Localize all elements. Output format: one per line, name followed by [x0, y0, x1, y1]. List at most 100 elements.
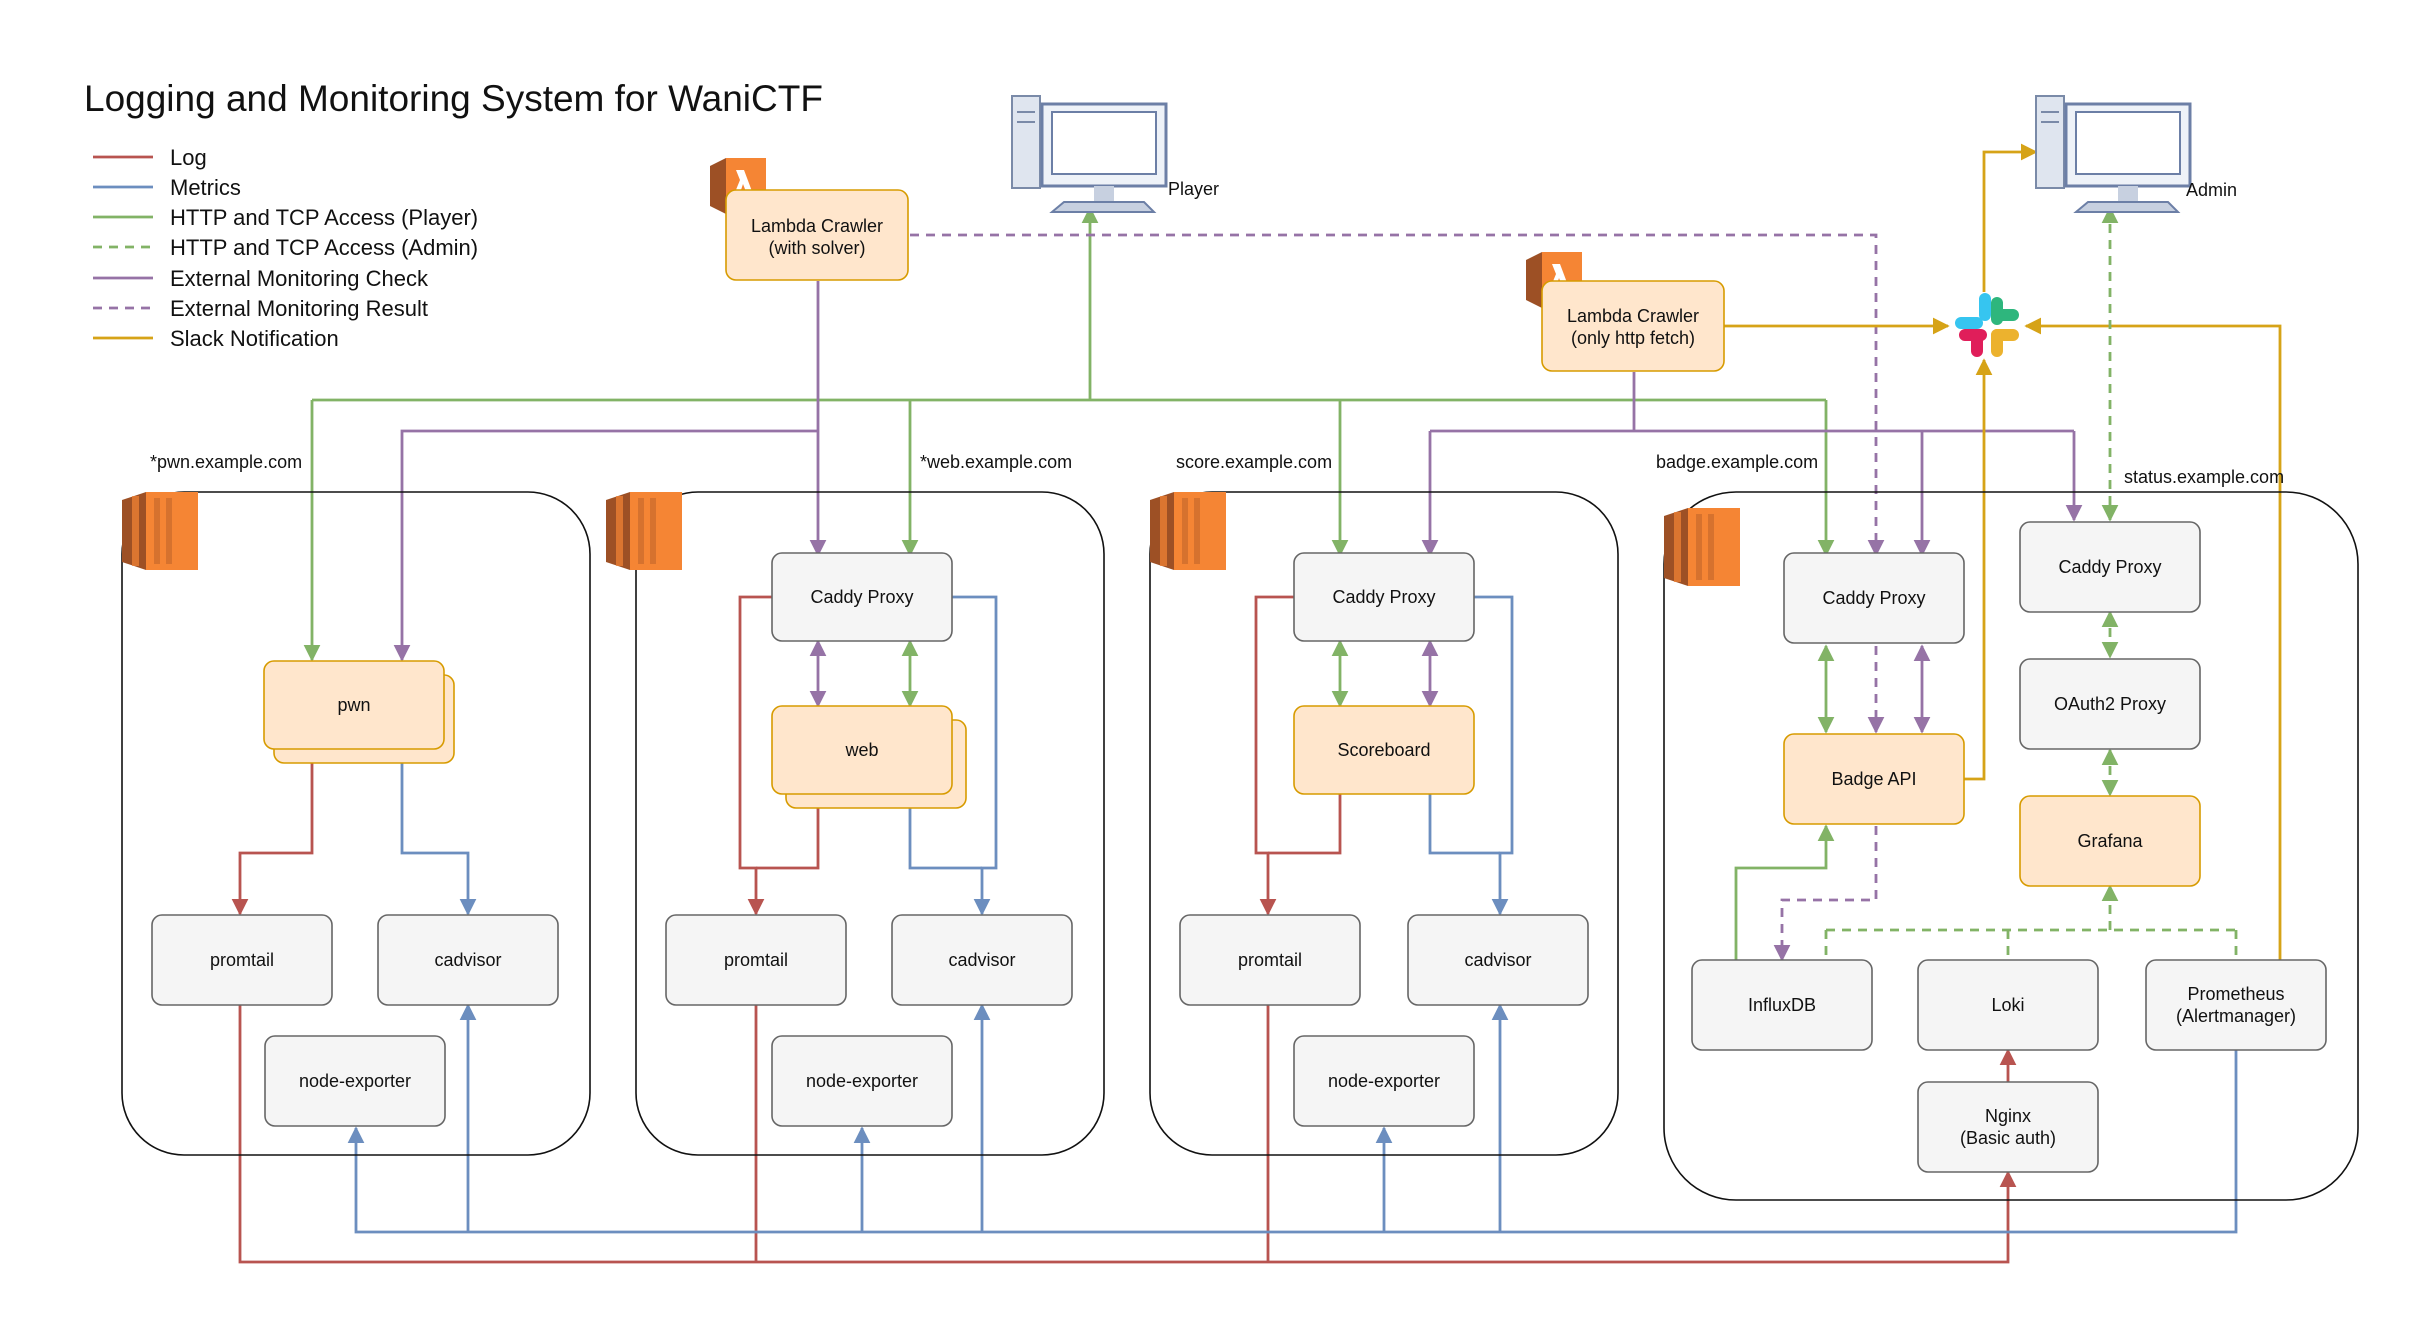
connectors: [231, 143, 2282, 1264]
score-proxy-metrics: [1474, 595, 1514, 916]
legend-label-monitoring-result: External Monitoring Result: [170, 296, 428, 321]
lambda-crawler-solver-title: Lambda Crawler: [751, 216, 883, 236]
web-server-container: [635, 491, 1105, 1156]
status-domain-label: status.example.com: [2124, 467, 2284, 487]
web-domain-label: *web.example.com: [920, 452, 1072, 472]
lambda-crawler-solver: Lambda Crawler (with solver): [725, 189, 909, 281]
oauth2-proxy: OAuth2 Proxy: [2019, 658, 2201, 750]
aws-ec2-icon: [1664, 508, 1740, 586]
nginx-label: Nginx: [1985, 1106, 2031, 1126]
legend-label-metrics: Metrics: [170, 175, 241, 200]
monitor-server-container: [1663, 491, 2359, 1201]
pwn-domain-label: *pwn.example.com: [150, 452, 302, 472]
badge-caddy-proxy-label: Caddy Proxy: [1822, 588, 1925, 608]
score-server-container: [1149, 491, 1619, 1156]
pwn-node-exporter-label: node-exporter: [299, 1071, 411, 1091]
loki-label: Loki: [1991, 995, 2024, 1015]
pwn-log: [231, 750, 314, 916]
aws-ec2-icon: [122, 492, 198, 570]
aws-ec2-icon: [1150, 492, 1226, 570]
score-app-log: [1268, 794, 1342, 855]
player-label: Player: [1168, 179, 1219, 199]
metrics-bus: [347, 1050, 2238, 1234]
oauth2-proxy-label: OAuth2 Proxy: [2054, 694, 2166, 714]
influx-to-badge-api: [1734, 824, 1835, 960]
legend-label-slack: Slack Notification: [170, 326, 339, 351]
alertmanager-label: (Alertmanager): [2176, 1006, 2296, 1026]
legend-label-admin-access: HTTP and TCP Access (Admin): [170, 235, 478, 260]
slack-logo-icon: [1955, 293, 2019, 357]
influxdb-label: InfluxDB: [1748, 995, 1816, 1015]
pwn-app-label: pwn: [337, 695, 370, 715]
score-promtail-label: promtail: [1238, 950, 1302, 970]
diagram-title: Logging and Monitoring System for WaniCT…: [84, 78, 823, 119]
score-node-exporter: node-exporter: [1293, 1035, 1475, 1127]
web-promtail: promtail: [665, 914, 847, 1006]
badge-api: Badge API: [1783, 733, 1965, 825]
legend-label-log: Log: [170, 145, 207, 170]
pwn-app: pwn: [263, 660, 455, 764]
pwn-server-container: [121, 491, 591, 1156]
score-node-exporter-label: node-exporter: [1328, 1071, 1440, 1091]
monitor-result-to-influx: [1773, 826, 1878, 962]
web-node-exporter-label: node-exporter: [806, 1071, 918, 1091]
desktop-computer-icon: [1011, 95, 1168, 213]
score-domain-label: score.example.com: [1176, 452, 1332, 472]
status-caddy-proxy: Caddy Proxy: [2019, 521, 2201, 613]
monitor-result-solver: [910, 233, 1885, 557]
log-bus: [238, 1005, 2017, 1264]
web-cadvisor: cadvisor: [891, 914, 1073, 1006]
web-proxy-metrics: [952, 595, 998, 916]
desktop-computer-icon: [2035, 95, 2192, 213]
lambda-crawler-http-title: Lambda Crawler: [1567, 306, 1699, 326]
score-cadvisor-label: cadvisor: [1464, 950, 1531, 970]
scoreboard-app-label: Scoreboard: [1337, 740, 1430, 760]
status-caddy-proxy-label: Caddy Proxy: [2058, 557, 2161, 577]
web-caddy-proxy: Caddy Proxy: [771, 552, 953, 642]
prometheus-label: Prometheus: [2187, 984, 2284, 1004]
lambda-crawler-solver-subtitle: (with solver): [768, 238, 865, 258]
web-cadvisor-label: cadvisor: [948, 950, 1015, 970]
scoreboard-app: Scoreboard: [1293, 705, 1475, 795]
grafana: Grafana: [2019, 795, 2201, 887]
admin-label: Admin: [2186, 180, 2237, 200]
score-cadvisor: cadvisor: [1407, 914, 1589, 1006]
lambda-crawler-http-subtitle: (only http fetch): [1571, 328, 1695, 348]
web-app-metrics: [908, 808, 982, 870]
legend: Log Metrics HTTP and TCP Access (Player)…: [93, 145, 478, 351]
score-app-metrics: [1428, 794, 1500, 855]
pwn-cadvisor-label: cadvisor: [434, 950, 501, 970]
legend-label-monitoring-check: External Monitoring Check: [170, 266, 429, 291]
pwn-promtail-label: promtail: [210, 950, 274, 970]
score-proxy-log: [1254, 595, 1294, 916]
lambda-crawler-http: Lambda Crawler (only http fetch): [1541, 280, 1725, 372]
web-app-label: web: [844, 740, 878, 760]
influxdb: InfluxDB: [1691, 959, 1873, 1051]
web-app: web: [771, 705, 967, 809]
web-app-log: [756, 794, 820, 870]
slack-from-badge-api: [1964, 358, 1993, 781]
score-caddy-proxy: Caddy Proxy: [1293, 552, 1475, 642]
score-caddy-proxy-label: Caddy Proxy: [1332, 587, 1435, 607]
aws-ec2-icon: [606, 492, 682, 570]
web-proxy-log: [738, 595, 772, 916]
badge-api-label: Badge API: [1831, 769, 1916, 789]
web-promtail-label: promtail: [724, 950, 788, 970]
web-node-exporter: node-exporter: [771, 1035, 953, 1127]
pwn-promtail: promtail: [151, 914, 333, 1006]
badge-domain-label: badge.example.com: [1656, 452, 1818, 472]
pwn-node-exporter: node-exporter: [264, 1035, 446, 1127]
web-caddy-proxy-label: Caddy Proxy: [810, 587, 913, 607]
badge-caddy-proxy: Caddy Proxy: [1783, 552, 1965, 644]
pwn-cadvisor: cadvisor: [377, 914, 559, 1006]
legend-label-player-access: HTTP and TCP Access (Player): [170, 205, 478, 230]
nginx-basic-auth: Nginx (Basic auth): [1917, 1081, 2099, 1173]
nginx-basic-auth-label: (Basic auth): [1960, 1128, 2056, 1148]
slack-to-admin: [1982, 143, 2038, 292]
grafana-label: Grafana: [2077, 831, 2143, 851]
prometheus-alertmanager: Prometheus (Alertmanager): [2145, 959, 2327, 1051]
pwn-metrics: [400, 750, 477, 916]
loki: Loki: [1917, 959, 2099, 1051]
score-promtail: promtail: [1179, 914, 1361, 1006]
